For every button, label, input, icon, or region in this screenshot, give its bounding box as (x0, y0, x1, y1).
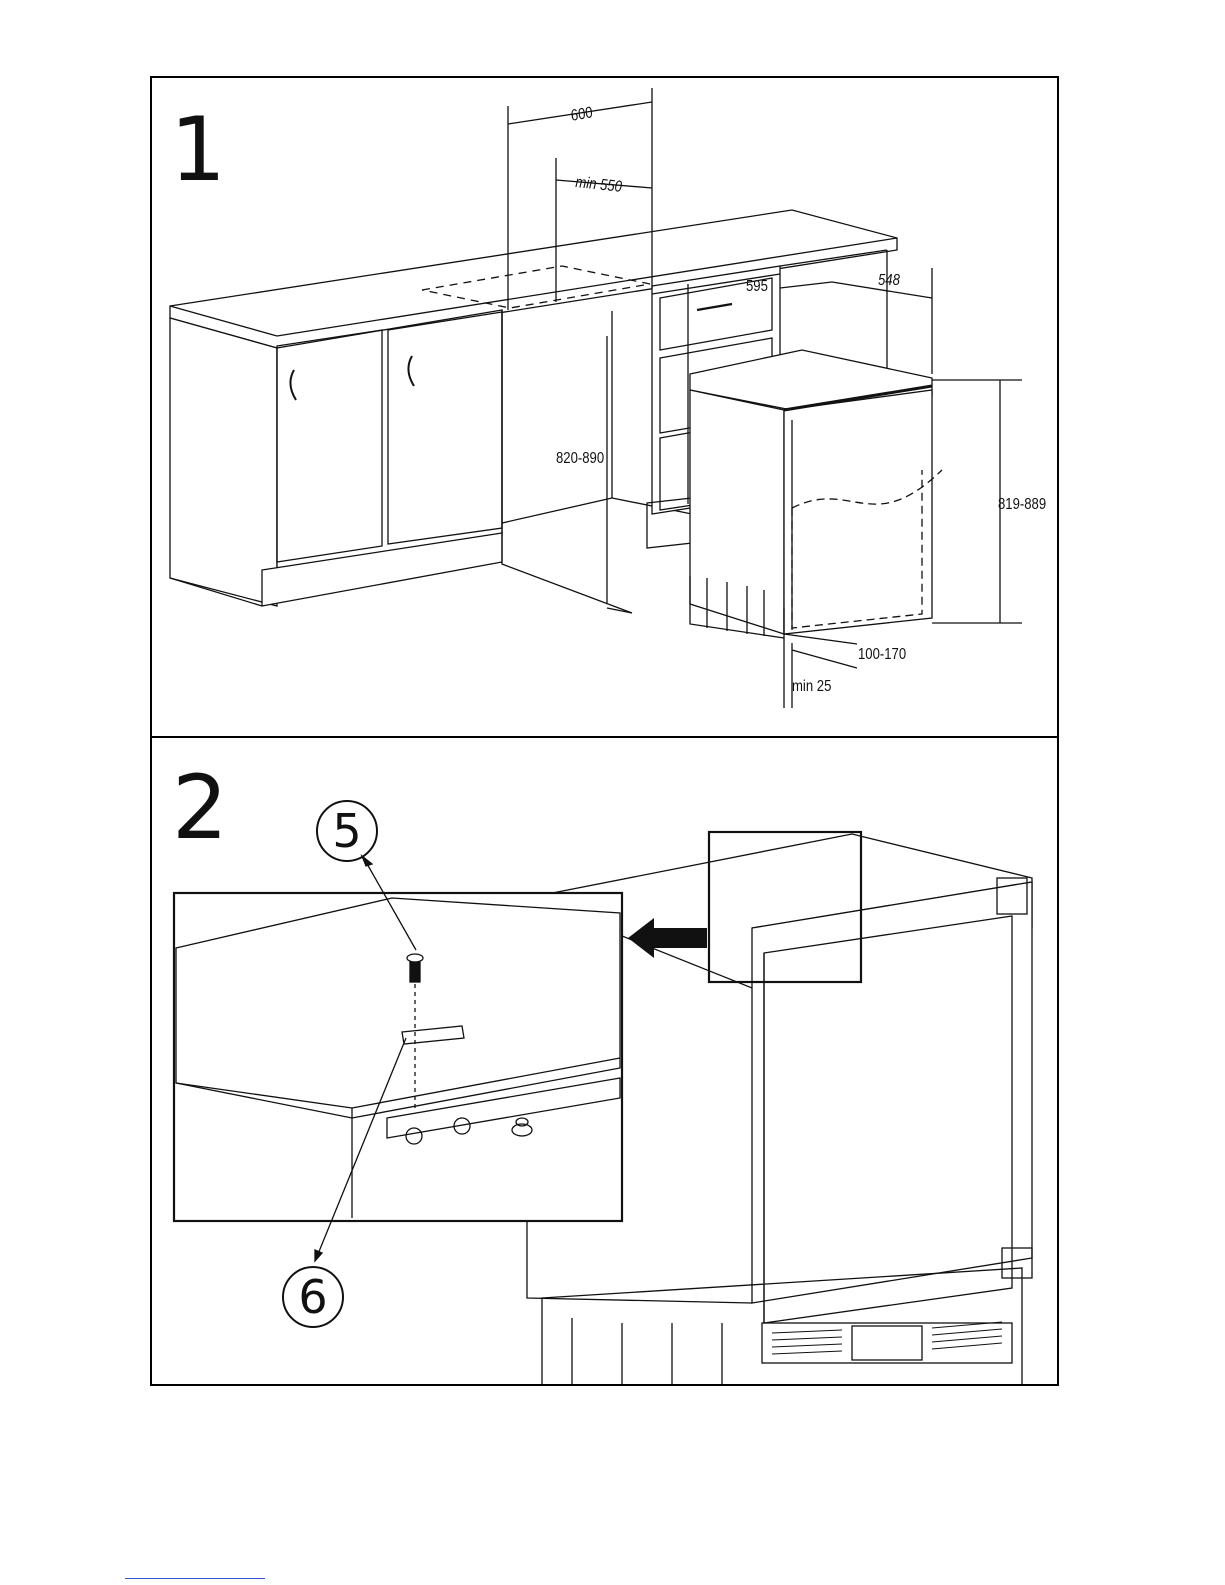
dim-819-889: 819-889 (998, 496, 1046, 514)
panel-1-installation-dimensions: 1 (150, 76, 1059, 738)
dim-548: 548 (878, 272, 900, 290)
dim-600: 600 (570, 104, 594, 126)
dim-min-25: min 25 (792, 678, 831, 696)
callout-6: 6 (282, 1266, 344, 1328)
panel-2-bracket-mounting: 2 (150, 736, 1059, 1386)
footer-rule (125, 1578, 265, 1579)
dim-820-890: 820-890 (556, 450, 604, 468)
callout-5: 5 (316, 800, 378, 862)
dim-595: 595 (746, 278, 768, 296)
dim-100-170: 100-170 (858, 646, 906, 664)
